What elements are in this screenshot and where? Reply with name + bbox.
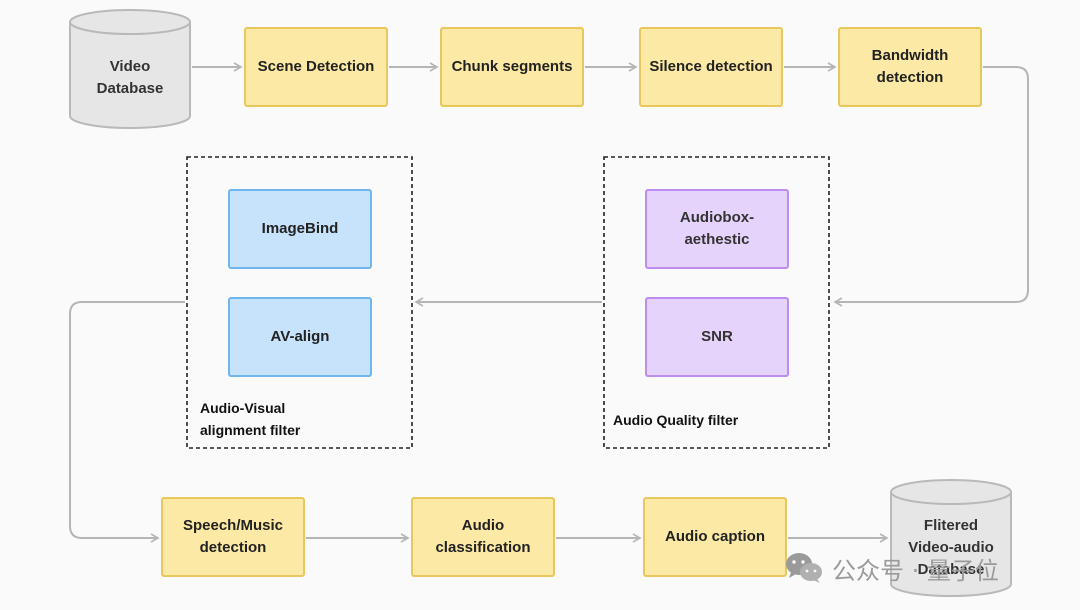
chunk-segments-box <box>440 27 584 107</box>
silence-detection-label: Silence detection <box>649 58 773 75</box>
audiobox-aesthetic-box <box>645 189 789 269</box>
snr-box <box>645 297 789 377</box>
bandwidth-detection-box <box>838 27 982 107</box>
silence-detection-box <box>639 27 783 107</box>
audio-quality-filter-group <box>603 156 830 449</box>
snr-label: SNR <box>701 328 733 345</box>
arrow-av-to-speech <box>69 301 185 543</box>
av-align-label: AV-align <box>270 328 330 345</box>
scene-detection-box <box>244 27 388 107</box>
audio-quality-filter-label: Audio Quality filter <box>613 412 739 428</box>
speech-music-detection-box <box>161 497 305 577</box>
audio-classification-label: Audio classification <box>435 517 531 556</box>
speech-music-detection-label: Speech/Music detection <box>182 517 284 556</box>
av-align-box <box>228 297 372 377</box>
filtered-database-cylinder <box>890 479 1012 597</box>
video-database-cylinder <box>69 9 191 129</box>
bandwidth-detection-label: Bandwidth detection <box>871 47 949 86</box>
filtered-database-label: Flitered Video-audio Database <box>908 517 994 578</box>
wechat-icon <box>786 553 822 583</box>
av-alignment-filter-label: Audio-Visual alignment filter <box>200 400 301 438</box>
audiobox-aesthetic-label: Audiobox- aethestic <box>679 209 755 248</box>
audio-classification-box <box>411 497 555 577</box>
watermark: 公众号 · 量子位 <box>784 548 999 588</box>
arrow-bandwidth-to-quality <box>833 66 1029 307</box>
audio-caption-label: Audio caption <box>665 528 765 545</box>
video-database-label: Video Database <box>96 58 164 97</box>
audio-caption-box <box>643 497 787 577</box>
av-alignment-filter-group <box>186 156 413 449</box>
watermark-text: 公众号 · 量子位 <box>832 556 999 585</box>
imagebind-label: ImageBind <box>261 220 339 237</box>
chunk-segments-label: Chunk segments <box>451 58 573 75</box>
imagebind-box <box>228 189 372 269</box>
scene-detection-label: Scene Detection <box>257 58 375 75</box>
